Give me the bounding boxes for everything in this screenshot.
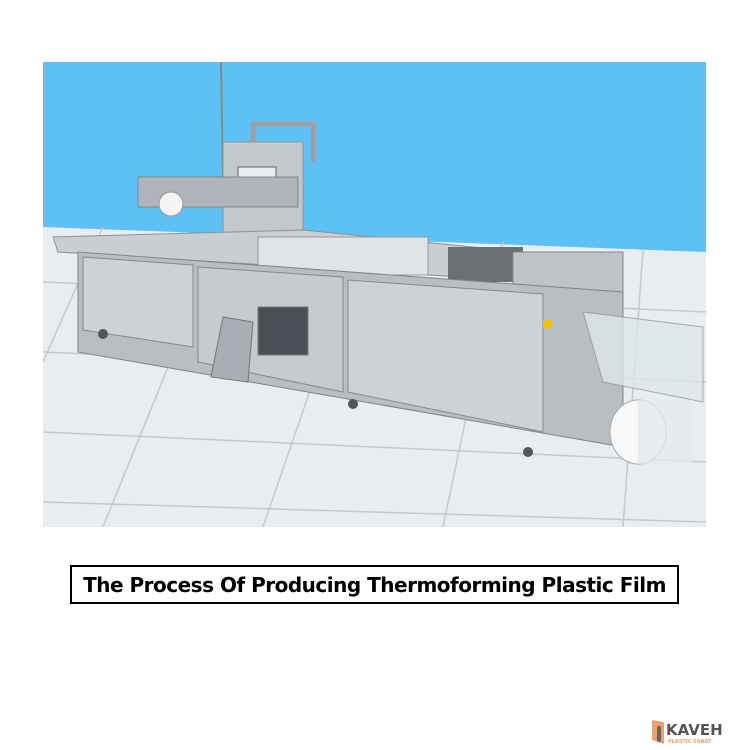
thermoforming-machine-image [43, 62, 706, 527]
grill-plate [448, 247, 523, 282]
electrical-cabinet [257, 306, 309, 356]
kaveh-logo: KAVEH PLASTIC SANAT [652, 720, 723, 745]
removed-panel [210, 316, 254, 383]
svg-text:KAVEH: KAVEH [666, 721, 723, 739]
svg-text:PLASTIC SANAT: PLASTIC SANAT [668, 739, 712, 745]
caption-box: The Process Of Producing Thermoforming P… [70, 565, 679, 604]
caption-text: The Process Of Producing Thermoforming P… [83, 572, 666, 597]
film-roll-top [158, 191, 184, 217]
